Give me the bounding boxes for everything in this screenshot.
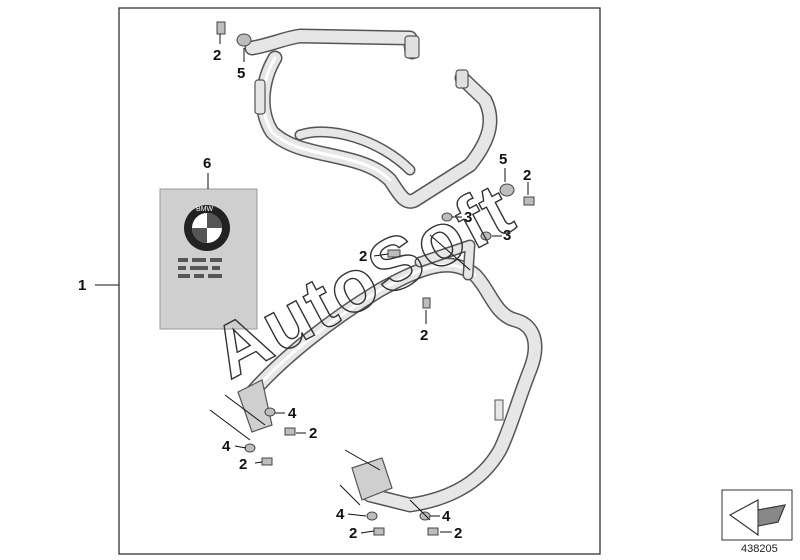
callout-spacer-br-a: 4 <box>336 506 345 523</box>
callout-washer-right: 5 <box>499 151 507 168</box>
callout-spacer-left: 4 <box>288 405 297 422</box>
manual-brand: BMW <box>196 206 214 213</box>
diagram-frame <box>118 7 601 555</box>
owner-manual: BMW <box>159 188 258 330</box>
callout-bolt-top: 2 <box>213 47 221 64</box>
callout-nut-b: 3 <box>503 227 511 244</box>
callout-washer-top: 5 <box>237 65 245 82</box>
lower-crash-bar <box>237 239 543 513</box>
callout-frame: 1 <box>78 277 86 294</box>
upper-crash-bar <box>244 28 498 209</box>
part-number: 438205 <box>741 543 778 555</box>
callout-bolt-right: 2 <box>523 167 531 184</box>
callout-manual: 6 <box>203 155 211 172</box>
callout-spacer-left-b: 4 <box>222 438 231 455</box>
callout-bolt-left-a: 2 <box>309 425 317 442</box>
callout-nut-a: 3 <box>464 209 472 226</box>
callout-bolt-left-b: 2 <box>239 456 247 473</box>
callout-leaders <box>219 34 529 534</box>
folded-arrow-icon <box>721 489 793 541</box>
callout-bolt-mid-left: 2 <box>359 248 367 265</box>
callout-bolt-br-a: 2 <box>349 525 357 542</box>
callout-bolt-mid: 2 <box>420 327 428 344</box>
hardware <box>216 21 535 536</box>
mounting-guides <box>209 234 471 521</box>
callout-bolt-br-b: 2 <box>454 525 462 542</box>
callout-spacer-br-b: 4 <box>442 508 451 525</box>
